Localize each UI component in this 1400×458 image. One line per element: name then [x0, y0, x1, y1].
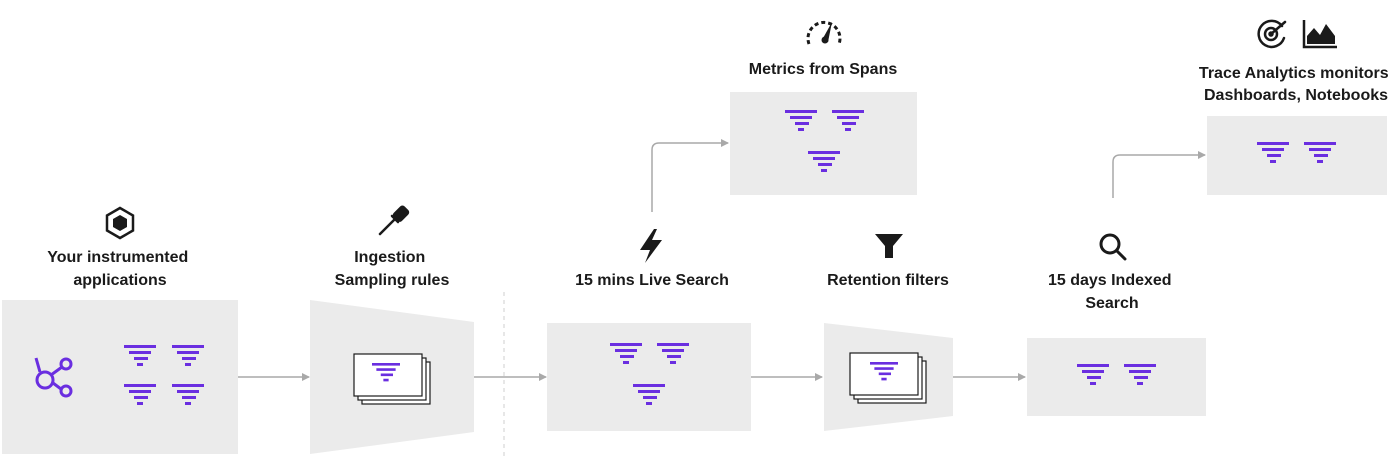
stage-live-search: 15 mins Live Search [547, 229, 751, 431]
area-chart-icon [1302, 20, 1337, 49]
filter-icon [875, 234, 903, 258]
connectors [238, 139, 1206, 381]
svg-text:15 days Indexed Search: 15 days Indexed Search [1048, 272, 1176, 312]
stage-metrics: Metrics from Spans [730, 21, 917, 195]
analytics-box [1207, 116, 1387, 195]
ingestion-label-line2: Sampling rules [335, 272, 450, 289]
svg-text:Trace Analytics monitors: Trace Analytics monitors Dashboards, Not… [1199, 65, 1393, 104]
svg-text:Ingestion Sampling rules: Ingestion Sampling rules [335, 249, 450, 289]
indexed-label-line1: 15 days Indexed [1048, 272, 1172, 289]
apps-label-line2: applications [73, 272, 166, 289]
target-icon [1257, 19, 1287, 49]
analytics-label-line1: Trace Analytics monitors [1199, 65, 1389, 82]
live-search-box [547, 323, 751, 431]
card-stack [849, 352, 927, 404]
search-icon [1099, 233, 1127, 261]
ingestion-label-line1: Ingestion [354, 249, 425, 266]
lightning-icon [640, 229, 662, 263]
stage-apps: Your instrumented applications [2, 206, 238, 454]
stage-ingestion: Ingestion Sampling rules [310, 205, 474, 454]
apps-label-line1: Your instrumented [47, 249, 188, 266]
retention-label: Retention filters [827, 272, 949, 289]
analytics-label-line2: Dashboards, Notebooks [1204, 87, 1388, 104]
indexed-box [1027, 338, 1206, 416]
indexed-label-line2: Search [1085, 295, 1138, 312]
metrics-box [730, 92, 917, 195]
live-search-label: 15 mins Live Search [575, 272, 729, 289]
dropper-icon [378, 205, 410, 236]
svg-text:Your instrumented applic: Your instrumented applications [47, 249, 193, 289]
card-stack [353, 353, 431, 405]
stage-indexed: 15 days Indexed Search [1027, 233, 1206, 416]
stage-retention: Retention filters [824, 234, 953, 431]
metrics-label: Metrics from Spans [749, 61, 898, 78]
speedometer-icon [806, 21, 842, 45]
stage-analytics: Trace Analytics monitors Dashboards, Not… [1199, 19, 1393, 195]
hexagon-icon [105, 206, 135, 240]
arrow-indexed-to-analytics [1112, 151, 1206, 198]
network-nodes-icon [34, 357, 73, 398]
arrow-live-to-metrics [651, 139, 729, 212]
apps-box [2, 300, 238, 454]
